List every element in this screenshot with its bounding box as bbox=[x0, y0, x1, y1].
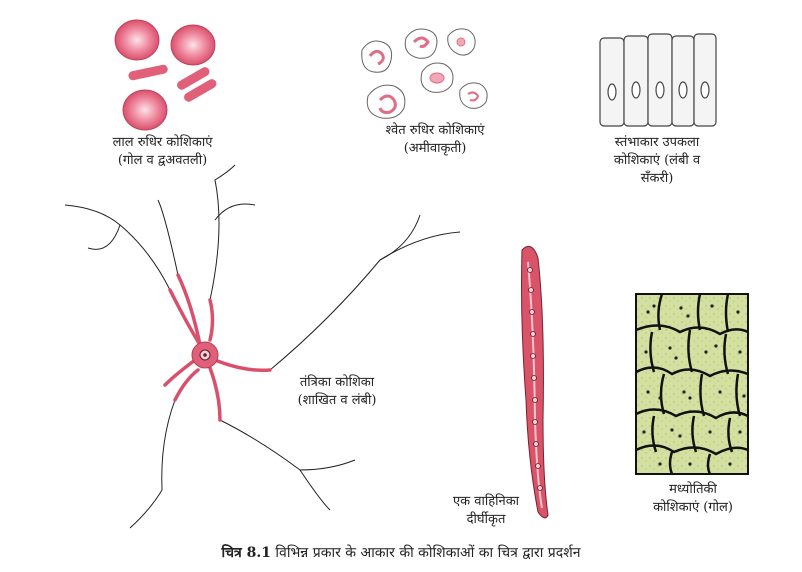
vessel-label-line1: एक वाहिनिका bbox=[452, 494, 520, 509]
parenchyma-label-line1: मध्योतिकी bbox=[669, 482, 717, 497]
columnar-label: स्तंभाकार उपकला कोशिकाएं (लंबी व सँकरी) bbox=[592, 134, 722, 188]
columnar-label-line1: स्तंभाकार उपकला bbox=[614, 135, 700, 150]
rbc-label-line2: (गोल व द्वअवतली) bbox=[117, 153, 208, 168]
figure-number: चित्र 8.1 bbox=[221, 545, 271, 561]
parenchyma-label: मध्योतिकी कोशिकाएं (गोल) bbox=[632, 481, 754, 517]
nerve-label-line2: (शाखित व लंबी) bbox=[297, 393, 377, 408]
red-blood-cells bbox=[114, 19, 217, 131]
nerve-label: तंत्रिका कोशिका (शाखित व लंबी) bbox=[278, 374, 396, 410]
vessel-element bbox=[521, 245, 549, 519]
figure-caption-text: विभिन्न प्रकार के आकार की कोशिकाओं का चि… bbox=[275, 545, 581, 561]
rbc-label: लाल रुधिर कोशिकाएं (गोल व द्वअवतली) bbox=[100, 134, 225, 170]
nerve-cell bbox=[64, 164, 461, 529]
wbc-label: श्वेत रुधिर कोशिकाएं (अमीवाकृती) bbox=[365, 122, 505, 158]
columnar-label-line2: कोशिकाएं (लंबी व bbox=[613, 153, 701, 168]
rbc-label-line1: लाल रुधिर कोशिकाएं bbox=[112, 135, 213, 150]
vessel-label-line2: दीर्घीकृत bbox=[466, 512, 506, 527]
wbc-label-line1: श्वेत रुधिर कोशिकाएं bbox=[385, 123, 485, 138]
white-blood-cells bbox=[361, 28, 488, 119]
figure-caption: चित्र 8.1 विभिन्न प्रकार के आकार की कोशि… bbox=[0, 543, 802, 562]
parenchyma-cells bbox=[635, 293, 749, 475]
wbc-label-line2: (अमीवाकृती) bbox=[403, 141, 467, 156]
nerve-label-line1: तंत्रिका कोशिका bbox=[299, 375, 375, 390]
vessel-label: एक वाहिनिका दीर्घीकृत bbox=[440, 493, 532, 529]
parenchyma-label-line2: कोशिकाएं (गोल) bbox=[653, 500, 733, 515]
columnar-epithelial-cells bbox=[599, 33, 717, 127]
columnar-label-line3: सँकरी) bbox=[640, 171, 674, 186]
